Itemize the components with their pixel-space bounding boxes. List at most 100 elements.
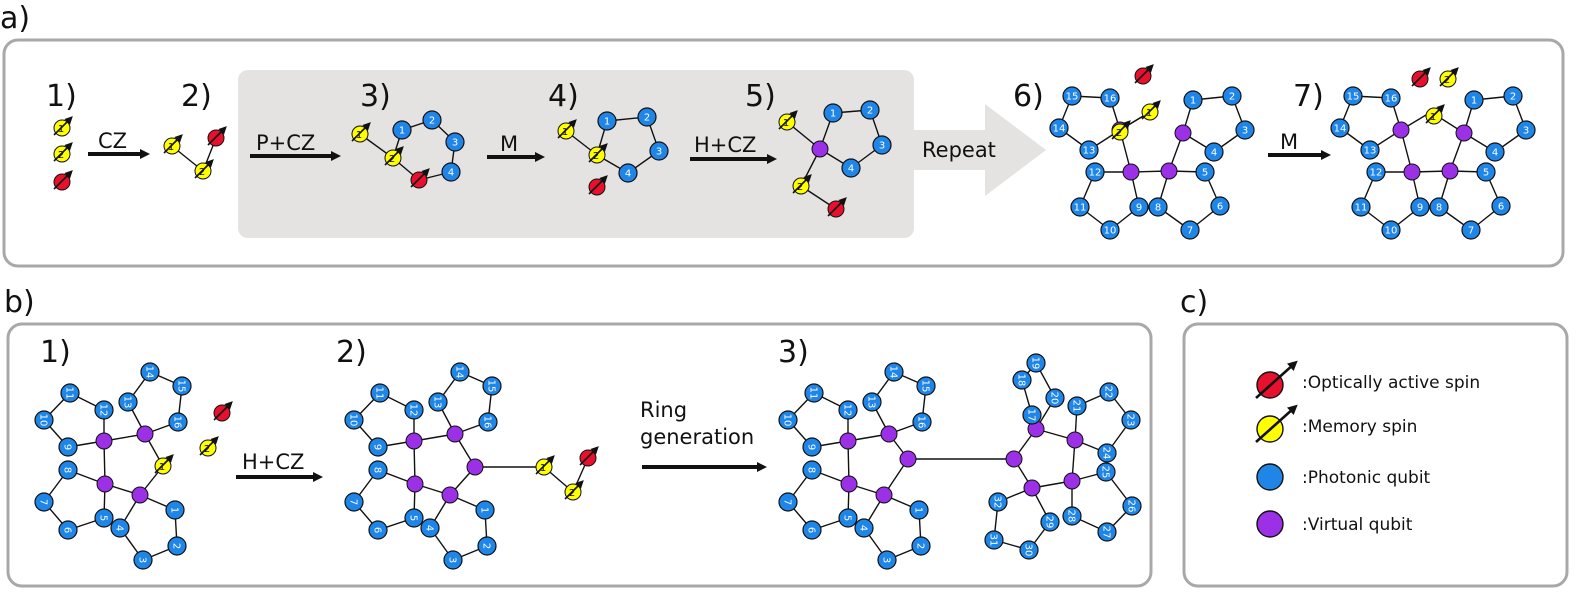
photonic-qubit-label: 8 [62, 467, 73, 473]
spin-arrow-icon [588, 175, 608, 195]
photonic-qubit [1366, 162, 1386, 182]
photonic-qubit-label: 8 [372, 467, 383, 473]
photonic-qubit [94, 400, 114, 420]
photonic-qubit [1049, 118, 1069, 138]
photonic-qubit [441, 162, 461, 182]
legend-item: :Optically active spin [1255, 360, 1480, 399]
virtual-qubit [875, 486, 893, 504]
photonic-qubit [1012, 370, 1032, 390]
photonic-qubit [60, 383, 80, 403]
photonic-qubit [1099, 382, 1119, 402]
photonic-qubit [1343, 86, 1363, 106]
photonic-qubit [34, 410, 54, 430]
photonic-qubit-label: 14 [888, 366, 899, 379]
memory-spin-label: 1 [159, 462, 165, 473]
photonic-qubit-label: 16 [1385, 94, 1398, 105]
photonic-qubit [1235, 120, 1255, 140]
panel-c-frame [1182, 322, 1569, 588]
photonic-qubit-label: 16 [482, 416, 493, 429]
op-label-m-2: M [1280, 130, 1298, 154]
photonic-qubit [911, 536, 931, 556]
photonic-qubit-label: 7 [38, 499, 49, 505]
photonic-qubit-label: 3 [137, 557, 148, 563]
spin-arrow-icon [778, 110, 798, 130]
photonic-qubit-label: 1 [1190, 96, 1196, 107]
panel-a-frame [2, 38, 1565, 268]
panel-b-frame [6, 322, 1153, 588]
panel-a-step-7: 7) [1293, 79, 1324, 114]
photonic-qubit-label: 27 [1101, 526, 1112, 539]
virtual-qubit [1023, 479, 1041, 497]
photonic-qubit-label: 2 [429, 116, 435, 127]
photonic-qubit-label: 12 [408, 404, 419, 417]
legend-photonic-swatch [1256, 463, 1284, 491]
spin-arrow-icon [792, 174, 812, 194]
photonic-qubit-label: 15 [1347, 92, 1360, 103]
photonic-qubit-label: 6 [1217, 202, 1223, 213]
panel-a-step-6: 6) [1013, 79, 1044, 114]
photonic-qubit-label: 15 [486, 380, 497, 393]
photonic-qubit [778, 410, 798, 430]
panel-a-step-5: 5) [745, 79, 776, 114]
photonic-qubit-label: 5 [1483, 168, 1489, 179]
memory-spin-label: 2 [593, 151, 599, 162]
legend-label: :Virtual qubit [1302, 515, 1413, 535]
spin-arrow-icon [1411, 67, 1431, 87]
photonic-qubit-label: 25 [1100, 466, 1111, 479]
photonic-qubit-label: 4 [858, 525, 869, 531]
photonic-qubit [1410, 197, 1430, 217]
photonic-qubit [1019, 540, 1039, 560]
photonic-qubit-label: 10 [38, 414, 49, 427]
photonic-qubit-label: 3 [656, 147, 662, 158]
photonic-qubit [58, 437, 78, 457]
photonic-qubit-label: 4 [1492, 148, 1498, 159]
photonic-qubit [618, 163, 638, 183]
photonic-qubit-label: 4 [625, 169, 631, 180]
photonic-qubit [823, 103, 843, 123]
photonic-qubit-label: 9 [372, 444, 383, 450]
photonic-qubit-label: 31 [988, 534, 999, 547]
spin-arrow-icon [535, 455, 555, 475]
spin-arrow-icon [199, 436, 219, 456]
photonic-qubit [637, 107, 657, 127]
photonic-qubit [475, 500, 495, 520]
photonic-qubit-label: 14 [1053, 124, 1066, 135]
photonic-qubit [804, 383, 824, 403]
virtual-qubit [1005, 450, 1023, 468]
spin-arrow-icon [207, 126, 227, 146]
op-label-p-cz: P+CZ [256, 131, 315, 155]
photonic-qubit [1022, 405, 1042, 425]
photonic-qubit [443, 550, 463, 570]
photonic-qubit-label: 16 [172, 416, 183, 429]
photonic-qubit-label: 13 [122, 396, 133, 409]
virtual-qubit [1392, 121, 1410, 139]
spin-arrow-icon [213, 401, 233, 421]
spin-arrow-icon [163, 134, 183, 154]
spin-arrow-icon [53, 116, 73, 136]
photonic-qubit [404, 400, 424, 420]
virtual-qubit [1403, 163, 1421, 181]
photonic-qubit-label: 3 [881, 557, 892, 563]
photonic-qubit [140, 362, 160, 382]
spin-arrow-icon [384, 146, 404, 166]
photonic-qubit-label: 15 [1066, 92, 1079, 103]
photonic-qubit [94, 508, 114, 528]
photonic-qubit [1180, 220, 1200, 240]
spin-arrow-icon [53, 142, 73, 162]
photonic-qubit [916, 376, 936, 396]
photonic-qubit-label: 3 [447, 557, 458, 563]
photonic-qubit [478, 412, 498, 432]
op-label-m-1: M [500, 132, 518, 156]
photonic-qubit [1381, 220, 1401, 240]
photonic-qubit [34, 492, 54, 512]
photonic-qubit-label: 1 [913, 507, 924, 513]
photonic-qubit [1476, 162, 1496, 182]
photonic-qubit [1183, 90, 1203, 110]
memory-spin-label: 1 [1146, 108, 1152, 119]
photonic-qubit-label: 1 [830, 109, 836, 120]
photonic-qubit-label: 12 [98, 404, 109, 417]
virtual-qubit [1066, 431, 1084, 449]
memory-spin-label: 1 [562, 127, 568, 138]
photonic-qubit [133, 550, 153, 570]
photonic-qubit-label: 7 [348, 499, 359, 505]
